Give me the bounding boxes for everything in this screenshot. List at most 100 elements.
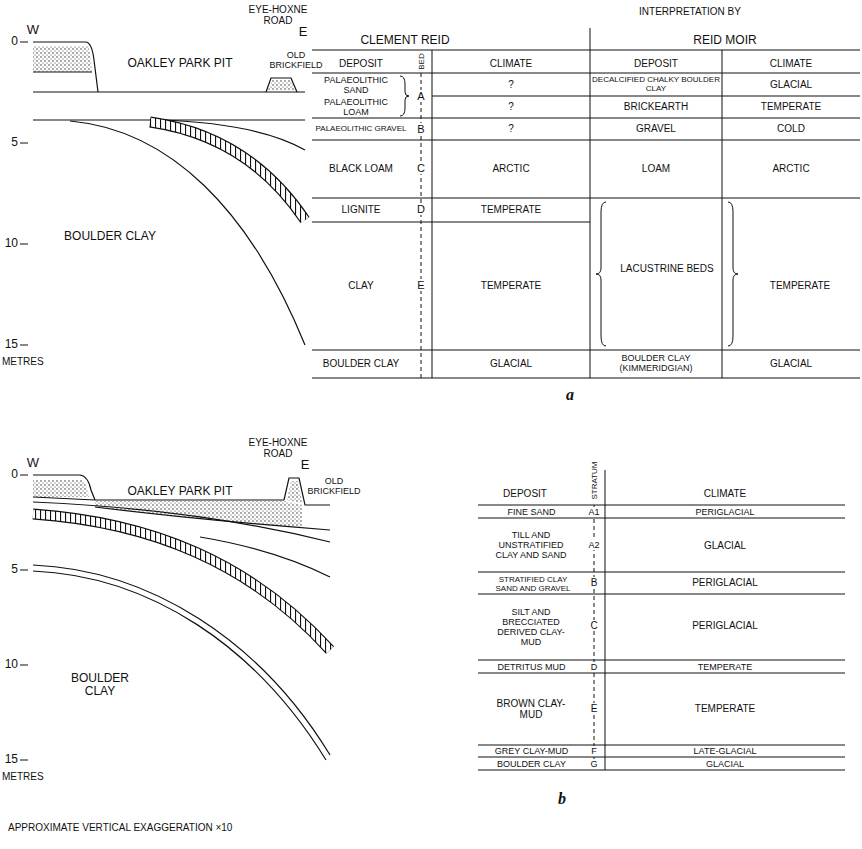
table-cell: ?: [432, 123, 590, 134]
section-a: [20, 42, 305, 345]
bed-letter: E: [413, 279, 429, 291]
table-cell: GLACIAL: [722, 79, 860, 90]
stratum-letter: B: [586, 577, 602, 588]
table-header: BED: [417, 52, 426, 72]
bed-letter: C: [413, 162, 429, 174]
table-cell: GREY CLAY-MUD: [478, 746, 585, 756]
table-cell: DETRITUS MUD: [478, 662, 585, 672]
detritus-band: [33, 514, 330, 650]
climate-brace: [728, 202, 738, 346]
scale-number: 0: [2, 35, 18, 48]
place-label: OAKLEY PARK PIT: [105, 57, 255, 70]
table-cell: GLACIAL: [722, 358, 860, 369]
table-cell: PALAEOLITHIC LOAM: [314, 97, 398, 117]
place-label: OLD BRICKFIELD: [304, 476, 364, 496]
table-cell: TILL AND UNSTRATIFIED CLAY AND SAND: [489, 530, 573, 560]
table-cell: GLACIAL: [432, 358, 590, 369]
table-cell: TEMPERATE: [740, 280, 860, 291]
table-cell: TEMPERATE: [605, 703, 845, 714]
row-rules: [312, 50, 860, 378]
bed-letter: B: [413, 123, 429, 135]
table-cell: ARCTIC: [432, 163, 590, 174]
stratum-letter: E: [586, 703, 602, 714]
scale-number: 15: [0, 753, 18, 766]
scale-number: 10: [0, 237, 18, 250]
scale-ticks: [20, 475, 28, 760]
column-rule: [605, 470, 606, 770]
table-cell: BRICKEARTH: [590, 101, 722, 112]
table-cell: GLACIAL: [605, 540, 845, 551]
table-title: INTERPRETATION BY: [590, 6, 790, 17]
table-header: CLIMATE: [432, 58, 590, 69]
bed-letter: A: [413, 90, 429, 102]
table-cell: PALAEOLITHIC SAND: [314, 75, 398, 95]
ground-surface: [33, 42, 98, 92]
road-label: EYE-HOXNE ROAD: [246, 437, 310, 459]
table-cell: BOULDER CLAY (KIMMERIDGIAN): [592, 353, 720, 373]
brickfield-stipple: [268, 80, 295, 90]
scale-number: 0: [2, 468, 18, 481]
exaggeration-note: APPROXIMATE VERTICAL EXAGGERATION ×10: [8, 822, 348, 833]
bed-dashed-rule: [421, 73, 422, 378]
table-cell: ARCTIC: [722, 163, 860, 174]
table-header: DEPOSIT: [312, 58, 410, 69]
scale-number: 10: [0, 658, 18, 671]
compass-letter: E: [296, 24, 310, 39]
scale-number: 15: [0, 338, 18, 351]
table-cell: CLAY: [312, 280, 410, 291]
table-header: STRATUM: [590, 459, 599, 503]
brickfield-stipple: [287, 481, 302, 503]
lignite-band-edge: [150, 122, 305, 220]
road-label: EYE-HOXNE ROAD: [246, 4, 310, 26]
table-cell: TEMPERATE: [605, 662, 845, 672]
scale-ticks: [20, 42, 28, 345]
table-cell: LIGNITE: [312, 204, 410, 215]
bed-brace: [400, 76, 409, 116]
layer-boundary: [33, 497, 95, 500]
table-cell: TEMPERATE: [722, 101, 860, 112]
pit-floor: [33, 91, 305, 92]
sand-stipple: [33, 480, 89, 497]
detritus-band-edge: [33, 514, 330, 650]
sand-stipple: [33, 46, 92, 72]
table-cell: BOULDER CLAY: [312, 358, 410, 369]
place-label: OLD BRICKFIELD: [266, 50, 326, 70]
table-cell: TEMPERATE: [432, 204, 590, 215]
compass-letter: W: [24, 455, 42, 470]
row-rules: [478, 505, 845, 770]
table-cell: GLACIAL: [605, 759, 845, 769]
compass-letter: E: [298, 457, 312, 472]
compass-letter: W: [24, 22, 42, 37]
table-header: CLIMATE: [722, 58, 860, 69]
table-cell: PERIGLACIAL: [605, 577, 845, 588]
figure-letter: b: [552, 790, 572, 808]
section-b: [20, 475, 330, 760]
stratum-letter: C: [586, 620, 602, 631]
stratum-letter: D: [586, 662, 602, 672]
scale-number: 5: [2, 136, 18, 149]
table-header: CLEMENT REID: [330, 34, 480, 47]
table-cell: PALAEOLITHIC GRAVEL: [312, 124, 410, 133]
scale-unit: METRES: [2, 356, 62, 367]
deposit-brace: [596, 202, 606, 346]
scale-number: 5: [2, 563, 18, 576]
table-cell: LACUSTRINE BEDS: [612, 263, 722, 274]
stratum-letter: A1: [586, 507, 602, 517]
table-header: DEPOSIT: [478, 488, 572, 499]
stratum-letter: A2: [586, 540, 602, 550]
boulder-clay-surface: [33, 571, 326, 760]
table-cell: GRAVEL: [590, 123, 722, 134]
layer-boundary: [33, 71, 92, 72]
figure-letter: a: [560, 386, 580, 404]
table-cell: PERIGLACIAL: [605, 507, 845, 517]
place-label: OAKLEY PARK PIT: [105, 485, 255, 498]
deposit-label: BOULDER CLAY: [65, 672, 135, 698]
boulder-clay-surface: [33, 565, 330, 755]
table-cell: BOULDER CLAY: [478, 759, 585, 769]
table-cell: FINE SAND: [478, 507, 585, 517]
scale-unit: METRES: [2, 771, 62, 782]
table-cell: PERIGLACIAL: [605, 620, 845, 631]
table-a-rules: [312, 28, 860, 378]
